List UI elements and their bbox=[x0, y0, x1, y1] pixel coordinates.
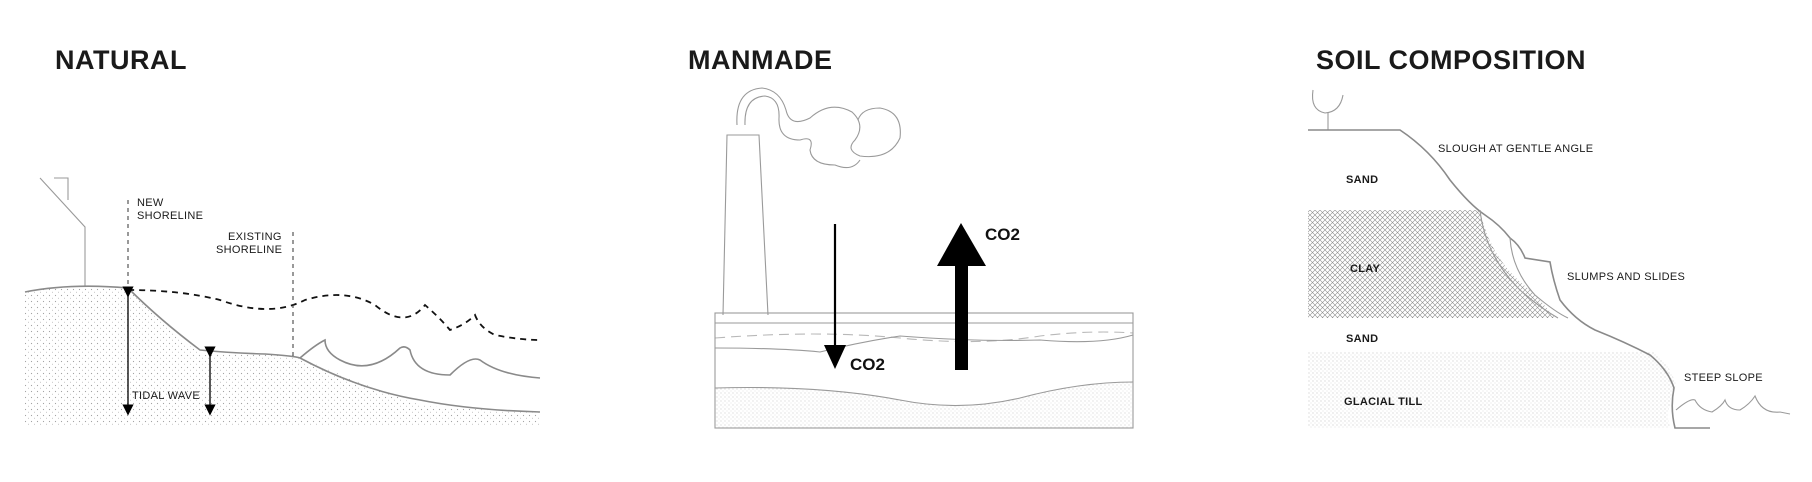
manmade-title: MANMADE bbox=[688, 45, 833, 75]
sediment-line bbox=[714, 381, 1134, 407]
slump-curve-1 bbox=[1479, 209, 1559, 319]
steep-slope-label: STEEP SLOPE bbox=[1684, 372, 1763, 384]
panel-soil: SOIL COMPOSITION SLOUGH AT GENTLE ANGLE … bbox=[1308, 45, 1791, 429]
water-line-2 bbox=[714, 331, 1134, 343]
tree-icon bbox=[1311, 89, 1344, 130]
future-sea-level bbox=[127, 289, 541, 341]
new-shoreline-label-2: SHORELINE bbox=[137, 210, 203, 222]
water-surface-inner bbox=[714, 334, 1134, 353]
co2-down-arrow bbox=[824, 224, 846, 369]
existing-shoreline-label-2: SHORELINE bbox=[216, 244, 282, 256]
slumps-label: SLUMPS AND SLIDES bbox=[1567, 271, 1685, 283]
soil-title: SOIL COMPOSITION bbox=[1316, 45, 1586, 75]
glacial-till-layer bbox=[1308, 352, 1676, 428]
co2-down-label: CO2 bbox=[850, 355, 885, 374]
co2-up-label: CO2 bbox=[985, 225, 1020, 244]
clay-label: CLAY bbox=[1350, 263, 1380, 275]
panel-natural: NATURAL NEW SHORELINE EXISTING SHORELINE… bbox=[24, 45, 541, 425]
house-icon bbox=[39, 177, 86, 287]
slope-outline bbox=[1308, 129, 1710, 429]
new-shoreline-label-1: NEW bbox=[137, 197, 164, 209]
panel-manmade: MANMADE CO2 CO2 bbox=[688, 45, 1134, 429]
slump-curve-2 bbox=[1509, 237, 1569, 319]
steep-slope-water bbox=[1675, 394, 1791, 415]
natural-title: NATURAL bbox=[55, 45, 187, 75]
sediment-layer bbox=[715, 382, 1133, 428]
existing-shoreline-label-1: EXISTING bbox=[228, 231, 282, 243]
clay-layer bbox=[1308, 210, 1555, 318]
water-surface bbox=[299, 338, 541, 379]
tidal-wave-label: TIDAL WAVE bbox=[132, 390, 200, 402]
sand-top-label: SAND bbox=[1346, 174, 1378, 186]
smokestack-icon bbox=[722, 87, 901, 316]
slough-label: SLOUGH AT GENTLE ANGLE bbox=[1438, 143, 1593, 155]
co2-up-arrow bbox=[937, 223, 986, 370]
sand-mid-label: SAND bbox=[1346, 333, 1378, 345]
glacial-till-label: GLACIAL TILL bbox=[1344, 396, 1423, 408]
